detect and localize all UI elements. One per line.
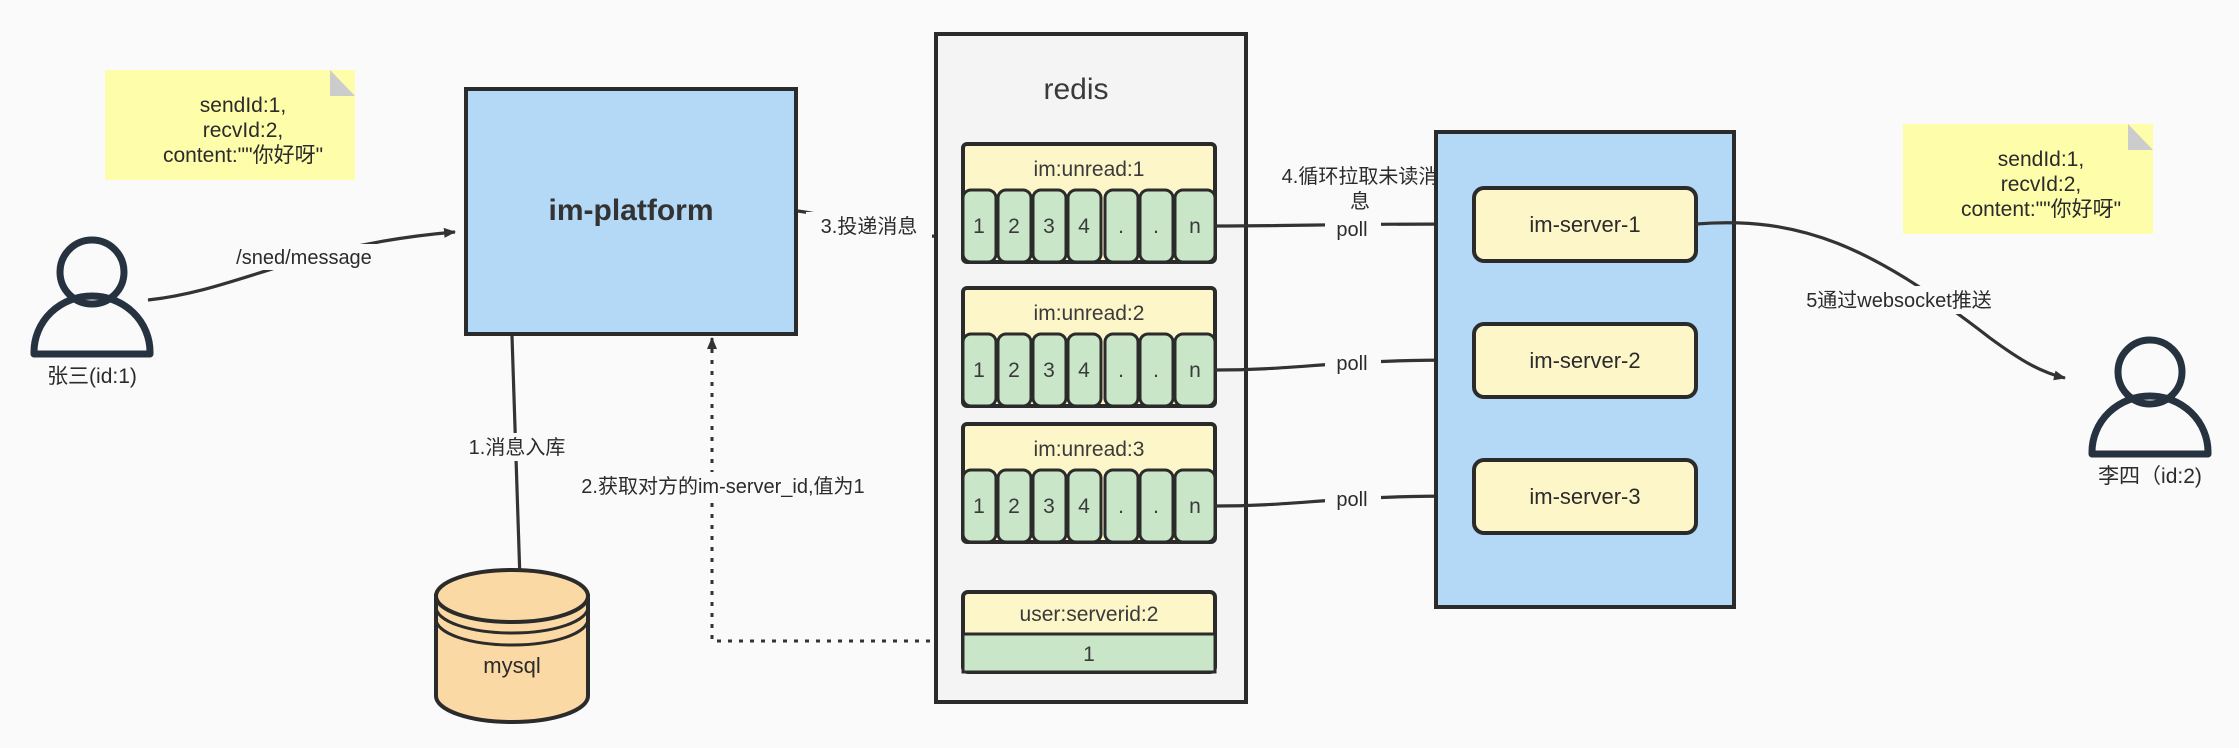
edge-poll-3 (1214, 491, 1461, 508)
edge-label-send-message: /sned/message (228, 244, 380, 270)
svg-text:poll: poll (1336, 489, 1367, 511)
redis-cell: . (1153, 495, 1159, 518)
redis-key-label-0: im:unread:1 (1034, 158, 1145, 181)
redis-cell: 1 (973, 215, 985, 238)
note-right-line2: recvId:2, (2001, 173, 2082, 196)
redis-cell: 2 (1008, 495, 1020, 518)
redis-key-block-0[interactable]: im:unread:1 1 2 3 4 . . n (961, 142, 1217, 264)
redis-cell: . (1153, 359, 1159, 382)
edge-poll-1 (1214, 219, 1461, 230)
redis-single-key-label: user:serverid:2 (1020, 603, 1159, 626)
note-left-line3: content:""你好呀" (163, 144, 323, 167)
message-payload-note-left: sendId:1, recvId:2, content:""你好呀" (105, 70, 355, 180)
node-mysql[interactable]: mysql (434, 568, 590, 724)
edge-label-poll-1: poll (1325, 215, 1381, 242)
node-mysql-label: mysql (483, 653, 540, 678)
node-im-server-3-label: im-server-3 (1529, 484, 1640, 509)
redis-key-label-2: im:unread:3 (1034, 438, 1145, 461)
redis-cell: n (1189, 215, 1201, 238)
actor-body-icon (30, 292, 154, 358)
redis-cell: . (1118, 495, 1124, 518)
redis-single-key-value: 1 (1083, 643, 1095, 666)
note-right-line1: sendId:1, (1998, 148, 2084, 171)
note-left-line1: sendId:1, (200, 94, 286, 117)
redis-cell: 2 (1008, 359, 1020, 382)
redis-cells-1: 1 2 3 4 . . n (961, 332, 1217, 408)
actor-sender-label: 张三(id:1) (47, 365, 137, 388)
svg-text:poll: poll (1336, 353, 1367, 375)
redis-cell: 3 (1043, 215, 1055, 238)
redis-cell: 2 (1008, 215, 1020, 238)
actor-receiver-label: 李四（id:2) (2098, 465, 2202, 488)
edge-label-poll-3: poll (1325, 485, 1381, 512)
redis-key-block-1[interactable]: im:unread:2 1 2 3 4 . . n (961, 286, 1217, 408)
node-im-server-3[interactable]: im-server-3 (1472, 458, 1698, 535)
redis-cell: 3 (1043, 359, 1055, 382)
redis-cell: n (1189, 495, 1201, 518)
container-redis-title: redis (1043, 73, 1108, 106)
node-im-platform-label: im-platform (549, 194, 714, 227)
edge-label-step4: 4.循环拉取未读消 息 (1253, 162, 1468, 218)
edge-step2 (707, 337, 963, 643)
node-im-server-1[interactable]: im-server-1 (1472, 186, 1698, 263)
redis-cell: . (1153, 215, 1159, 238)
redis-cells-0: 1 2 3 4 . . n (961, 188, 1217, 264)
edge-label-step1: 1.消息入库 (460, 433, 575, 461)
edge-label-poll-2: poll (1325, 349, 1381, 376)
redis-cell: 4 (1078, 215, 1090, 238)
node-im-server-1-label: im-server-1 (1529, 212, 1640, 237)
redis-cell: 1 (973, 359, 985, 382)
edge-poll-2 (1214, 355, 1461, 372)
edge-label-step3: 3.投递消息 (806, 212, 932, 240)
redis-cell: 1 (973, 495, 985, 518)
actor-receiver: 李四（id:2) (2088, 336, 2212, 488)
edge-label-step2: 2.获取对方的im-server_id,值为1 (578, 472, 868, 500)
node-im-platform[interactable]: im-platform (464, 87, 798, 336)
svg-text:2.获取对方的im-server_id,值为1: 2.获取对方的im-server_id,值为1 (581, 475, 864, 498)
svg-text:3.投递消息: 3.投递消息 (821, 215, 918, 238)
node-im-server-2-label: im-server-2 (1529, 348, 1640, 373)
actor-head-icon (2114, 336, 2186, 408)
redis-cell: 3 (1043, 495, 1055, 518)
svg-text:4.循环拉取未读消: 4.循环拉取未读消 (1282, 165, 1439, 188)
svg-text:/sned/message: /sned/message (236, 247, 372, 269)
svg-text:息: 息 (1350, 190, 1370, 213)
node-im-server-2[interactable]: im-server-2 (1472, 322, 1698, 399)
actor-body-icon (2088, 392, 2212, 458)
redis-key-label-1: im:unread:2 (1034, 302, 1145, 325)
redis-cell: 4 (1078, 359, 1090, 382)
svg-text:1.消息入库: 1.消息入库 (469, 436, 566, 459)
redis-single-key-block[interactable]: user:serverid:2 1 (961, 590, 1217, 674)
note-left-line2: recvId:2, (203, 119, 284, 142)
redis-cell: n (1189, 359, 1201, 382)
edge-label-step5: 5通过websocket推送 (1784, 286, 2015, 314)
actor-sender: 张三(id:1) (30, 236, 154, 388)
actor-head-icon (56, 236, 128, 308)
redis-key-block-2[interactable]: im:unread:3 1 2 3 4 . . n (961, 422, 1217, 544)
note-right-line3: content:""你好呀" (1961, 198, 2121, 221)
svg-text:5通过websocket推送: 5通过websocket推送 (1806, 289, 1992, 312)
redis-cells-2: 1 2 3 4 . . n (961, 468, 1217, 544)
redis-cell: 4 (1078, 495, 1090, 518)
message-payload-note-right: sendId:1, recvId:2, content:""你好呀" (1903, 124, 2153, 234)
redis-cell: . (1118, 359, 1124, 382)
redis-cell: . (1118, 215, 1124, 238)
svg-text:poll: poll (1336, 219, 1367, 241)
